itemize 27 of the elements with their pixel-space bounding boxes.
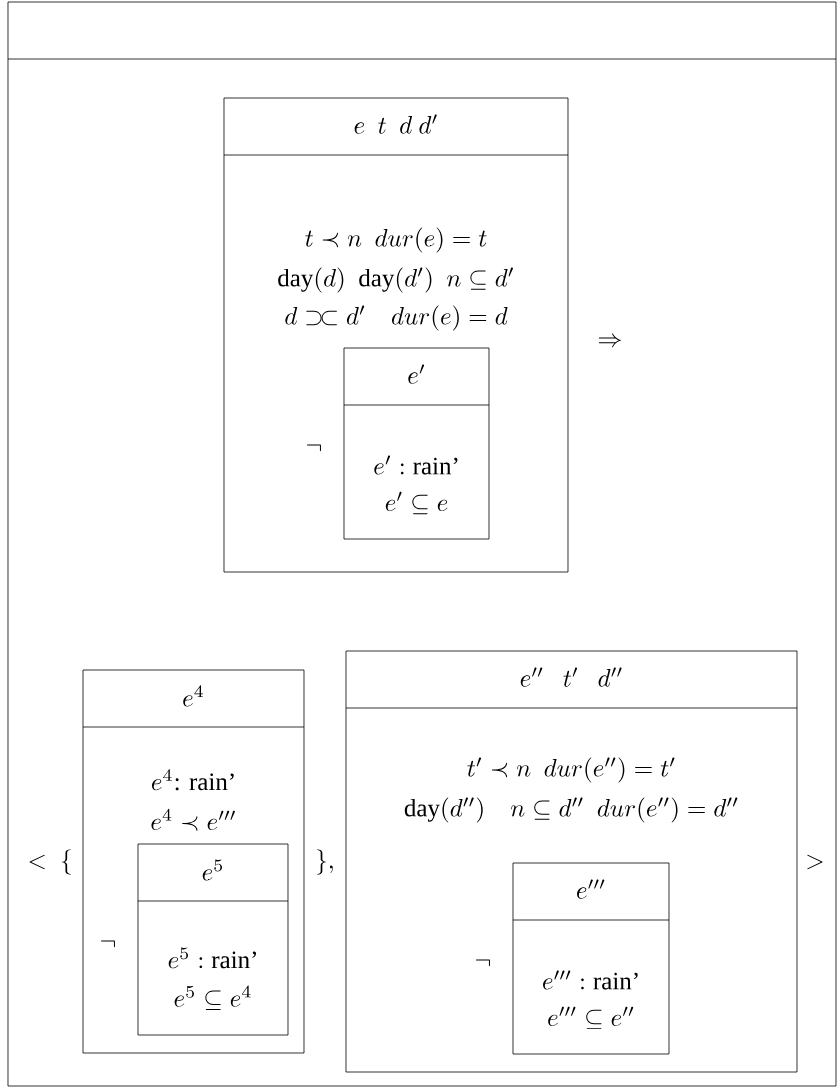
symbol-label: $>$: [807, 854, 823, 870]
negation-sign: $\neg$: [101, 940, 115, 948]
condition-text: $t' \prec n\ \ dur(e'') = t'$: [467, 757, 675, 783]
negation-sign: $\neg$: [307, 444, 321, 452]
drs-box: [7, 1, 837, 1087]
condition-text: $e^5 : \mbox{rain'}$: [168, 947, 257, 969]
condition-text: $e' \subseteq e$: [385, 491, 448, 515]
symbol-label: $\},$: [317, 849, 333, 875]
condition-text: $e''' : \mbox{rain'}$: [543, 970, 638, 990]
condition-text: $e' : \mbox{rain'}$: [374, 455, 458, 475]
condition-text: $e^5 \subseteq e^4$: [174, 985, 251, 1010]
negation-sign: $\neg$: [476, 959, 490, 967]
referent-list: $e''\ \ \ t'\ \ \ d''$: [520, 667, 622, 687]
condition-text: $\mathrm{day}(d)\ \ \mathrm{day}(d')\ \ n \subseteq d'$: [278, 267, 513, 293]
condition-text: $e^4 \prec e'''$: [151, 808, 235, 831]
condition-text: $t \prec n\ \ dur(e) = t$: [305, 227, 487, 253]
referent-list: $e\ \ t\ \ d\ d'$: [354, 114, 437, 134]
referent-list: $e^4$: [183, 685, 203, 707]
condition-text: $d \supset\!\subset d'\quad dur(e) = d$: [285, 305, 508, 331]
condition-text: $e''' \subseteq e''$: [548, 1006, 634, 1030]
condition-text: $\mathrm{day}(d'')\quad n \subseteq d''\ \ dur(e'') = d''$: [404, 797, 738, 823]
condition-text: $e^4\mbox{: rain'}$: [152, 769, 234, 791]
referent-list: $e'''$: [577, 879, 605, 899]
referent-list: $e^5$: [202, 859, 223, 881]
symbol-label: $\Rightarrow$: [598, 333, 622, 348]
symbol-label: $<\ \{$: [29, 849, 71, 875]
referent-list: $e'$: [408, 364, 425, 384]
